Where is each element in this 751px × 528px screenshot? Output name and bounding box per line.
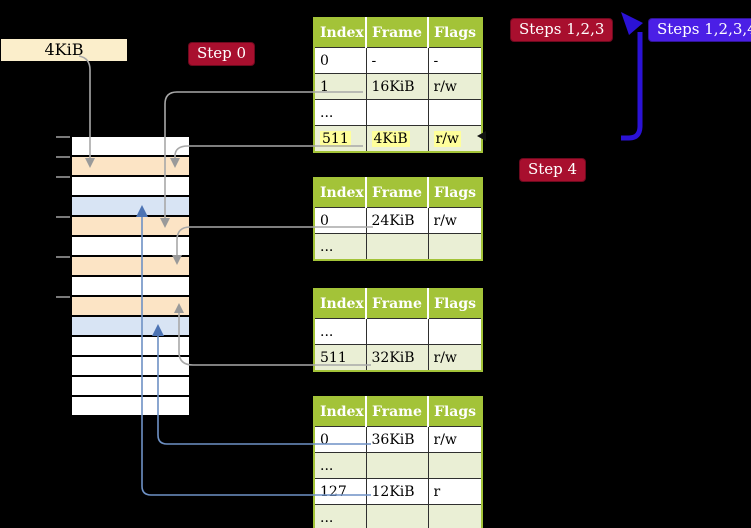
table-cell: 1 <box>313 73 367 100</box>
memory-frame-white <box>72 137 189 155</box>
physical-memory-strip <box>70 135 191 417</box>
column-header: Frame <box>366 18 429 48</box>
table-cell: 511 <box>313 125 367 153</box>
table-row: ... <box>313 233 483 261</box>
memory-frame-blue <box>72 317 189 335</box>
table-cell: - <box>365 47 429 74</box>
badge-step-4: Step 4 <box>519 158 587 182</box>
column-header: Flags <box>428 18 482 48</box>
table-cell: 36KiB <box>365 426 429 453</box>
column-header: Flags <box>428 289 482 319</box>
table-cell: ... <box>313 452 367 479</box>
table-cell: 24KiB <box>365 207 429 234</box>
table-cell: r/w <box>427 125 483 153</box>
column-header: Flags <box>428 397 482 427</box>
column-header: Flags <box>428 178 482 208</box>
table-cell: r/w <box>427 344 483 372</box>
memory-frame-white <box>72 277 189 295</box>
table-cell: 16KiB <box>365 73 429 100</box>
table-row: 0-- <box>313 47 483 74</box>
column-header: Frame <box>366 178 429 208</box>
table-row: ... <box>313 452 483 479</box>
column-header: Index <box>314 178 367 208</box>
arrowhead-upleft-icon <box>621 12 643 35</box>
column-header: Index <box>314 397 367 427</box>
badge-steps-1234: Steps 1,2,3,4 <box>648 18 751 42</box>
memory-frame-white <box>72 237 189 255</box>
table-cell: 511 <box>313 344 367 372</box>
table-cell: 0 <box>313 207 367 234</box>
memory-frame-white <box>72 177 189 195</box>
table-cell <box>365 318 429 345</box>
table-cell <box>365 504 429 528</box>
column-header: Frame <box>366 289 429 319</box>
memory-frame-peach <box>72 157 189 175</box>
table-cell: ... <box>313 233 367 261</box>
table-cell <box>365 99 429 126</box>
tick-mark <box>56 216 70 218</box>
memory-frame-peach <box>72 257 189 275</box>
table-row: ... <box>313 318 483 345</box>
table-row: ... <box>313 99 483 126</box>
table-cell: - <box>427 47 483 74</box>
table-cell: 0 <box>313 426 367 453</box>
table-cell: r/w <box>427 207 483 234</box>
table-cell: 32KiB <box>365 344 429 372</box>
table-cell: r <box>427 478 483 505</box>
page-size-label: 4KiB <box>1 39 127 61</box>
table-cell <box>427 504 483 528</box>
table-cell: ... <box>313 99 367 126</box>
table-cell <box>427 99 483 126</box>
table-cell: 12KiB <box>365 478 429 505</box>
column-header: Index <box>314 18 367 48</box>
table-cell: ... <box>313 318 367 345</box>
table-cell <box>427 233 483 261</box>
badge-step-0: Step 0 <box>188 42 256 66</box>
memory-frame-peach <box>72 217 189 235</box>
table-cell: 127 <box>313 478 367 505</box>
table-cell: 4KiB <box>365 125 429 153</box>
badge-steps-123: Steps 1,2,3 <box>510 18 614 42</box>
table-cell: ... <box>313 504 367 528</box>
column-header: Index <box>314 289 367 319</box>
memory-frame-white <box>72 337 189 355</box>
steps-loop-arrow <box>621 32 643 141</box>
memory-frame-peach <box>72 297 189 315</box>
table-cell: r/w <box>427 426 483 453</box>
table-cell <box>365 452 429 479</box>
table-row: ... <box>313 504 483 528</box>
memory-frame-white <box>72 377 189 395</box>
memory-frame-blue <box>72 197 189 215</box>
memory-frame-white <box>72 397 189 415</box>
column-header: Frame <box>366 397 429 427</box>
table-cell <box>365 233 429 261</box>
table-cell <box>427 452 483 479</box>
tick-mark <box>56 256 70 258</box>
memory-frame-white <box>72 357 189 375</box>
tick-mark <box>56 136 70 138</box>
tick-mark <box>56 176 70 178</box>
tick-mark <box>56 156 70 158</box>
table-cell: 0 <box>313 47 367 74</box>
tick-mark <box>56 296 70 298</box>
table-cell <box>427 318 483 345</box>
table-cell: r/w <box>427 73 483 100</box>
